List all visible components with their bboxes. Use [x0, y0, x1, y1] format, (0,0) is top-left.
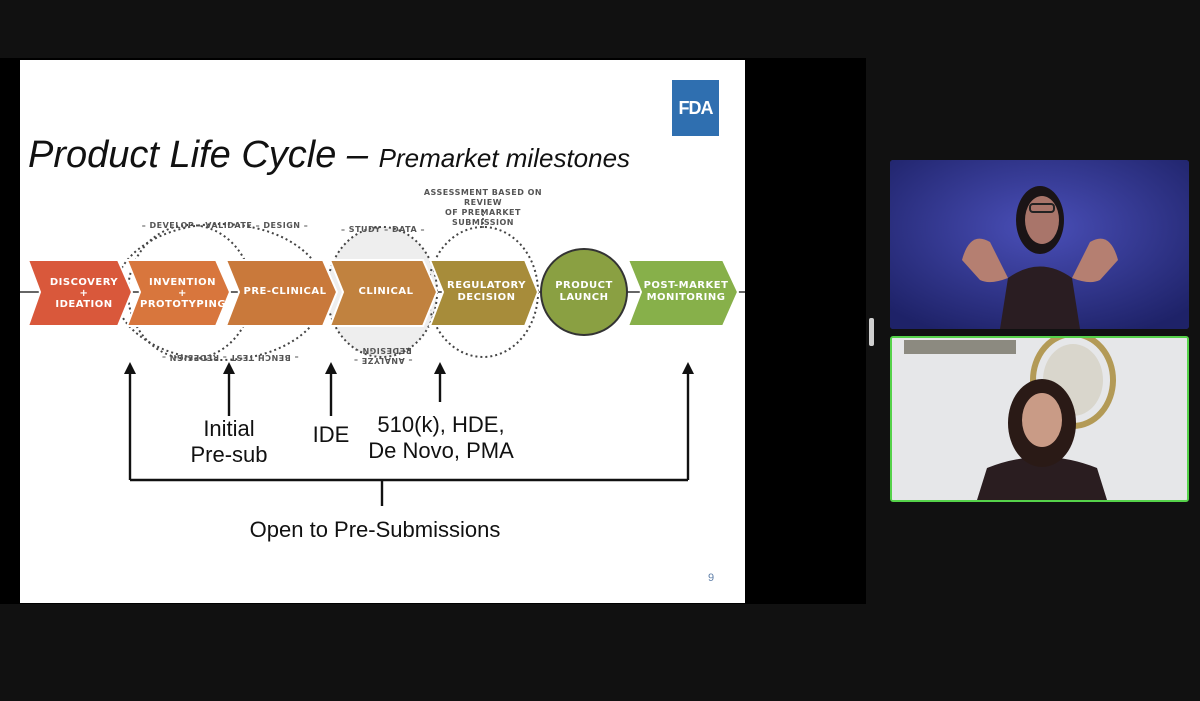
label-presub: Pre-sub: [179, 442, 279, 468]
bottom-loop-label-1: – BENCH TEST – REDESIGN –: [150, 352, 310, 362]
stage-2-line1: INVENTION: [140, 277, 225, 288]
stage-label-4: CLINICAL: [346, 287, 426, 297]
fda-logo: FDA: [672, 80, 719, 136]
stage-label-6: PRODUCT LAUNCH: [544, 280, 624, 304]
stage-7-line1: POST-MARKET: [640, 280, 732, 292]
stage-label-1: DISCOVERY + IDEATION: [44, 277, 124, 310]
label-510k-line2: De Novo, PMA: [356, 438, 526, 464]
speaker-video-frame: [892, 338, 1187, 500]
title-main: Product Life Cycle: [28, 134, 336, 176]
label-open-presub: Open to Pre-Submissions: [215, 517, 535, 543]
assessment-note-line2: OF PREMARKET SUBMISSION: [418, 208, 548, 228]
presentation-slide: Product Life Cycle – Premarket milestone…: [20, 60, 745, 603]
title-dash: –: [336, 134, 378, 176]
stage-1-line2: +: [44, 288, 124, 299]
label-initial-presub: Initial Pre-sub: [179, 416, 279, 468]
stage-5-line2: DECISION: [444, 292, 529, 304]
stage-7-line2: MONITORING: [640, 292, 732, 304]
stage-6-line1: PRODUCT: [544, 280, 624, 292]
stage-6-line2: LAUNCH: [544, 292, 624, 304]
assessment-note-line1: ASSESSMENT BASED ON REVIEW: [418, 188, 548, 208]
interpreter-video-frame: [890, 160, 1189, 329]
label-initial: Initial: [179, 416, 279, 442]
panel-resize-handle[interactable]: [869, 318, 874, 346]
top-loop-label-1: – DEVELOP – VALIDATE – DESIGN –: [140, 221, 310, 231]
label-510k-line1: 510(k), HDE,: [356, 412, 526, 438]
speaker-video-tile[interactable]: [890, 336, 1189, 502]
stage-2-line2: +: [140, 288, 225, 299]
stage-2-line3: PROTOTYPING: [140, 299, 225, 310]
stage-5-line1: REGULATORY: [444, 280, 529, 292]
stage-label-7: POST-MARKET MONITORING: [640, 280, 732, 304]
stage-label-3: PRE-CLINICAL: [240, 287, 330, 297]
label-510k: 510(k), HDE, De Novo, PMA: [356, 412, 526, 464]
stage-label-2: INVENTION + PROTOTYPING: [140, 277, 225, 310]
stage-label-5: REGULATORY DECISION: [444, 280, 529, 304]
slide-page-number: 9: [708, 572, 714, 584]
label-ide: IDE: [301, 422, 361, 448]
stage-1-line3: IDEATION: [44, 299, 124, 310]
top-loop-label-2: – STUDY – DATA –: [338, 225, 428, 235]
interpreter-video-tile[interactable]: [890, 160, 1189, 329]
slide-title: Product Life Cycle – Premarket milestone…: [28, 134, 630, 177]
stage-1-line1: DISCOVERY: [44, 277, 124, 288]
assessment-note: ASSESSMENT BASED ON REVIEW OF PREMARKET …: [418, 188, 548, 228]
title-sub: Premarket milestones: [379, 143, 630, 173]
bottom-loop-label-2: – ANALYZE – REDESIGN –: [338, 345, 428, 365]
